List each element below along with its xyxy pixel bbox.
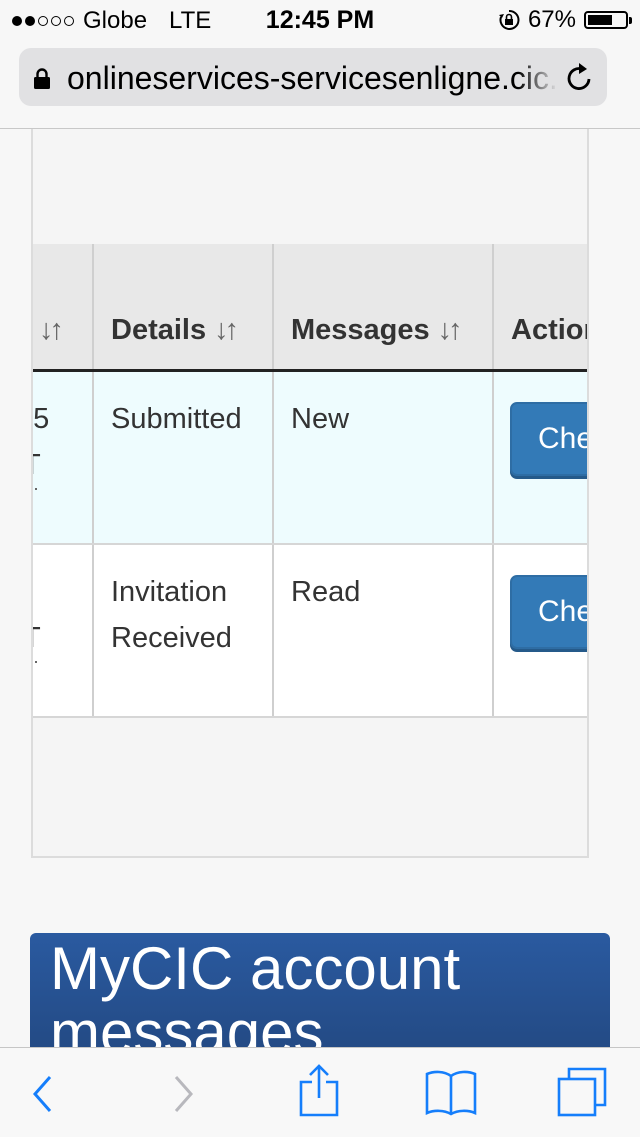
status-bar: Globe LTE 12:45 PM 67% [0, 0, 640, 40]
battery-icon [584, 11, 632, 29]
column-header-date[interactable]: ↓↑ [33, 244, 93, 369]
check-status-button[interactable]: Check status [510, 575, 587, 649]
status-right: 67% [498, 6, 632, 34]
tabs-icon[interactable] [556, 1066, 608, 1118]
time-fragment: T [33, 615, 41, 663]
url-text[interactable]: onlineservices-servicesenligne.cic.gc.ca [67, 60, 557, 96]
book-icon[interactable] [424, 1068, 478, 1116]
table-header: ↓↑ Details↓↑ Messages↓↑ Action [33, 244, 587, 372]
chevron-left-icon[interactable] [30, 1074, 56, 1114]
reload-icon[interactable] [565, 61, 595, 93]
messages-cell: New [291, 403, 350, 435]
share-icon[interactable] [298, 1064, 340, 1118]
chevron-right-icon[interactable] [170, 1074, 196, 1114]
clock: 12:45 PM [265, 6, 375, 34]
header-label: Action [511, 314, 587, 346]
signal-dot-icon [25, 16, 35, 26]
signal-dot-icon [64, 16, 74, 26]
sort-icon[interactable]: ↓↑ [214, 314, 239, 346]
column-header-messages[interactable]: Messages↓↑ [273, 244, 493, 369]
lock-icon [34, 68, 50, 89]
messages-cell: Read [291, 576, 361, 608]
network-type: LTE [169, 7, 212, 34]
header-label: Messages [291, 314, 430, 346]
header-label: Details [111, 314, 207, 346]
check-status-button[interactable]: Check status [510, 402, 587, 476]
column-header-details[interactable]: Details↓↑ [93, 244, 273, 369]
applications-panel: ↓↑ Details↓↑ Messages↓↑ Action 15 T Subm… [31, 129, 589, 858]
details-cell: Invitation Received [111, 576, 232, 654]
battery-fill [588, 15, 612, 25]
applications-table: ↓↑ Details↓↑ Messages↓↑ Action 15 T Subm… [33, 244, 587, 718]
signal-area: Globe LTE [12, 7, 211, 35]
browser-toolbar [0, 1047, 640, 1137]
carrier-name: Globe [83, 7, 148, 34]
rotation-lock-icon [498, 9, 520, 30]
date-fragment [33, 569, 93, 615]
signal-dot-icon [12, 16, 22, 26]
toolbar-divider [0, 128, 640, 129]
signal-dot-icon [38, 16, 48, 26]
column-header-action: Action [493, 244, 587, 369]
mycic-title: MyCIC account messages [50, 935, 461, 1066]
battery-percent: 67% [527, 6, 576, 33]
signal-dot-icon [51, 16, 61, 26]
table-row: 15 T Submitted New Check status [33, 372, 587, 545]
sort-icon[interactable]: ↓↑ [39, 314, 64, 346]
date-fragment: 15 [33, 403, 50, 435]
time-fragment: T [33, 442, 41, 490]
table-row: T Invitation Received Read Check status [33, 545, 587, 718]
address-bar[interactable]: onlineservices-servicesenligne.cic.gc.ca [19, 48, 607, 106]
details-cell: Submitted [111, 403, 242, 435]
date-cell: 15 T [33, 372, 93, 543]
date-cell: T [33, 545, 93, 716]
sort-icon[interactable]: ↓↑ [437, 314, 463, 346]
